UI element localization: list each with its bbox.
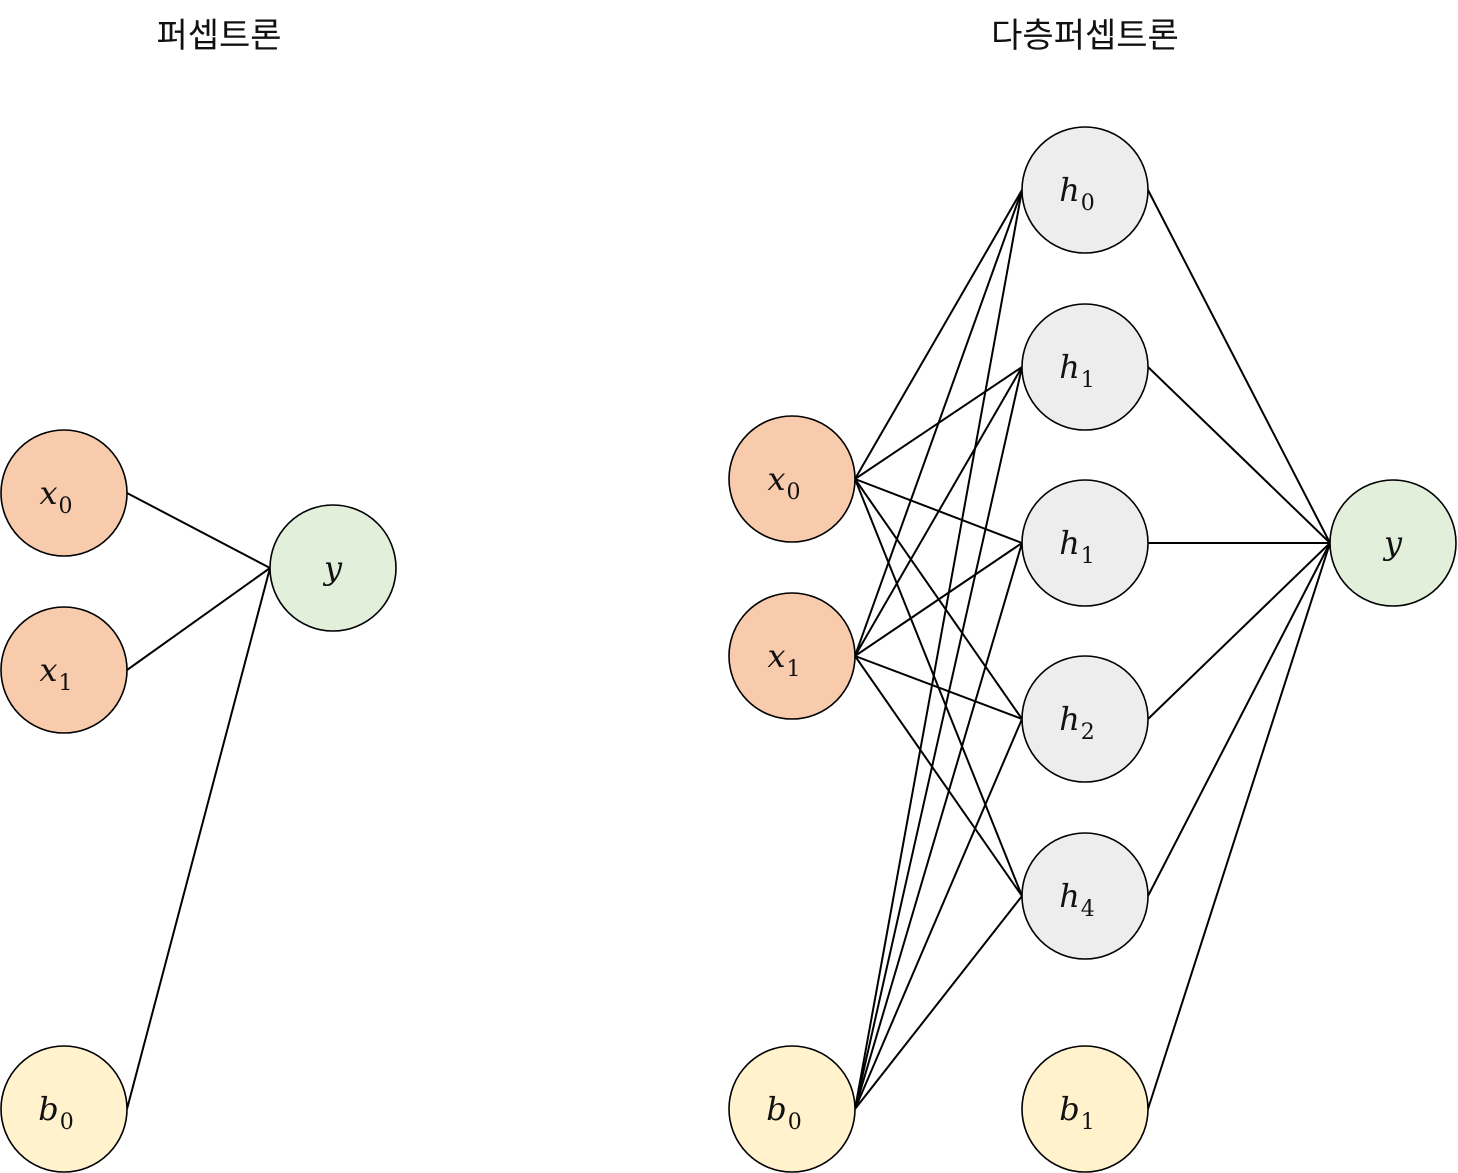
mlp-node-h2-subscript: 2 xyxy=(1081,720,1095,745)
mlp-edge-x1-h2 xyxy=(854,655,1023,720)
perceptron-node-x0-circle xyxy=(0,429,128,557)
perceptron-node-b0-circle xyxy=(0,1045,128,1173)
mlp-edge-h0-y xyxy=(1147,189,1331,544)
mlp-title: 다층퍼셉트론 xyxy=(991,16,1179,56)
perceptron-edge-x1-y xyxy=(126,567,271,671)
perceptron-node-b0-symbol: b xyxy=(38,1090,58,1128)
mlp-node-h1a-label: h1 xyxy=(1059,348,1095,393)
mlp-node-b0: b0 xyxy=(728,1045,856,1173)
mlp-node-x0-circle xyxy=(728,415,856,543)
mlp-node-x1-circle xyxy=(728,592,856,720)
mlp-edge-x1-h1b xyxy=(854,542,1023,657)
mlp-node-h1a-circle xyxy=(1021,303,1149,431)
mlp-edge-x1-h4 xyxy=(854,655,1023,897)
mlp-edge-b0-h2 xyxy=(854,718,1023,1110)
perceptron-node-x1-circle xyxy=(0,606,128,734)
mlp-node-x1-label: x1 xyxy=(767,637,800,682)
perceptron-edges xyxy=(126,492,271,1110)
perceptron-node-x1: x1 xyxy=(0,606,128,734)
mlp-node-y-label: y xyxy=(1382,524,1403,562)
mlp-node-h0-subscript: 0 xyxy=(1081,191,1095,216)
mlp-edge-h1a-y xyxy=(1147,366,1331,544)
mlp-node-h1a: h1 xyxy=(1021,303,1149,431)
mlp-node-h1a-subscript: 1 xyxy=(1081,368,1095,393)
mlp-node-x0: x0 xyxy=(728,415,856,543)
perceptron-node-x0-label: x0 xyxy=(39,474,72,519)
mlp-node-x0-symbol: x xyxy=(767,460,785,498)
mlp-edge-h2-y xyxy=(1147,542,1331,720)
mlp-node-h4-label: h4 xyxy=(1059,877,1095,922)
perceptron-node-x0-symbol: x xyxy=(39,474,57,512)
perceptron-node-y: y xyxy=(269,504,397,632)
mlp-node-b0-symbol: b xyxy=(766,1090,786,1128)
mlp-node-b1-label: b1 xyxy=(1059,1090,1094,1135)
perceptron-node-y-label: y xyxy=(322,549,343,587)
mlp-node-b0-circle xyxy=(728,1045,856,1173)
mlp-node-h0-label: h0 xyxy=(1059,171,1095,216)
mlp-node-h4-symbol: h xyxy=(1059,877,1080,915)
mlp-edge-b0-h1a xyxy=(854,366,1023,1110)
mlp-edge-b1-y xyxy=(1147,542,1331,1110)
mlp-node-b1-circle xyxy=(1021,1045,1149,1173)
perceptron-node-x1-symbol: x xyxy=(39,651,57,689)
mlp-node-b1-subscript: 1 xyxy=(1081,1110,1095,1135)
mlp-node-y-circle xyxy=(1329,479,1457,607)
perceptron-title: 퍼셉트론 xyxy=(156,16,281,56)
mlp-edge-h4-y xyxy=(1147,542,1331,897)
mlp-node-h4-circle xyxy=(1021,832,1149,960)
mlp-node-y: y xyxy=(1329,479,1457,607)
mlp-node-h1b-circle xyxy=(1021,479,1149,607)
mlp-node-h1b-symbol: h xyxy=(1059,524,1080,562)
perceptron-node-b0-subscript: 0 xyxy=(60,1110,74,1135)
mlp-node-h2: h2 xyxy=(1021,655,1149,783)
mlp-node-y-symbol: y xyxy=(1382,524,1403,562)
mlp-node-b0-subscript: 0 xyxy=(788,1110,802,1135)
mlp-node-h0: h0 xyxy=(1021,126,1149,254)
mlp-node-x1: x1 xyxy=(728,592,856,720)
mlp-node-x0-label: x0 xyxy=(767,460,800,505)
perceptron-node-b0-label: b0 xyxy=(38,1090,73,1135)
mlp-node-h1b-label: h1 xyxy=(1059,524,1095,569)
mlp-edge-x1-h0 xyxy=(854,189,1023,657)
perceptron-edge-b0-y xyxy=(126,567,271,1110)
mlp-node-h1b-subscript: 1 xyxy=(1081,544,1095,569)
mlp-node-b1-symbol: b xyxy=(1059,1090,1079,1128)
mlp-edge-b0-h0 xyxy=(854,189,1023,1110)
mlp-node-h0-symbol: h xyxy=(1059,171,1080,209)
perceptron-node-x0-subscript: 0 xyxy=(59,494,73,519)
mlp-node-x1-subscript: 1 xyxy=(787,657,801,682)
mlp-node-h2-label: h2 xyxy=(1059,700,1095,745)
mlp-edge-x1-h1a xyxy=(854,366,1023,657)
mlp-node-h4-subscript: 4 xyxy=(1081,897,1095,922)
perceptron-node-x1-label: x1 xyxy=(39,651,72,696)
mlp-edge-b0-h4 xyxy=(854,895,1023,1110)
mlp-node-h2-circle xyxy=(1021,655,1149,783)
perceptron-node-b0: b0 xyxy=(0,1045,128,1173)
mlp-node-h4: h4 xyxy=(1021,832,1149,960)
mlp-node-h0-circle xyxy=(1021,126,1149,254)
perceptron-node-y-symbol: y xyxy=(322,549,343,587)
perceptron-edge-x0-y xyxy=(126,492,271,569)
mlp-node-b0-label: b0 xyxy=(766,1090,801,1135)
mlp-node-b1: b1 xyxy=(1021,1045,1149,1173)
mlp-node-h2-symbol: h xyxy=(1059,700,1080,738)
mlp-node-x0-subscript: 0 xyxy=(787,480,801,505)
mlp-node-h1a-symbol: h xyxy=(1059,348,1080,386)
mlp-edge-b0-h1b xyxy=(854,542,1023,1110)
mlp-edges xyxy=(854,189,1331,1110)
perceptron-node-x0: x0 xyxy=(0,429,128,557)
mlp-node-x1-symbol: x xyxy=(767,637,785,675)
mlp-node-h1b: h1 xyxy=(1021,479,1149,607)
perceptron-node-x1-subscript: 1 xyxy=(59,671,73,696)
mlp-edge-x0-h0 xyxy=(854,189,1023,480)
perceptron-node-y-circle xyxy=(269,504,397,632)
